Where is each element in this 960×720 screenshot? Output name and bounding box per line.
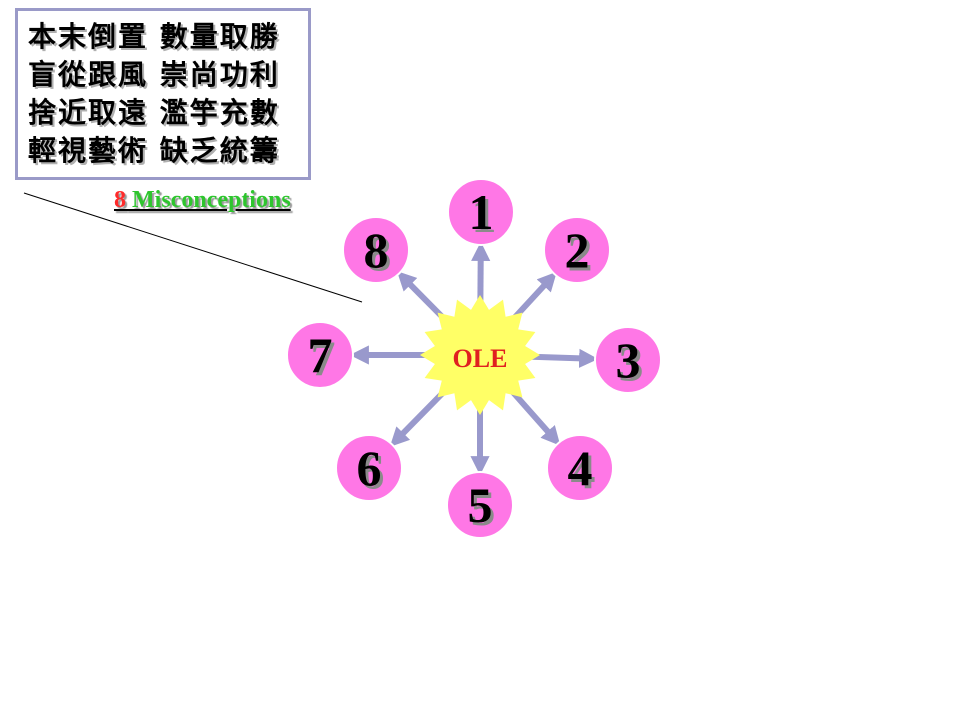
node-8: 88 bbox=[342, 216, 410, 284]
node-number-shadow-3: 3 bbox=[619, 335, 644, 391]
node-number-shadow-1: 1 bbox=[472, 187, 497, 243]
node-number-shadow-6: 6 bbox=[360, 443, 385, 499]
node-number-shadow-8: 8 bbox=[367, 225, 392, 281]
node-number-4: 4 bbox=[568, 440, 593, 496]
ole-star-burst bbox=[420, 295, 540, 415]
node-6: 66 bbox=[335, 434, 403, 502]
text-line-1: 本末倒置 數量取勝 bbox=[28, 20, 280, 53]
node-number-1: 1 bbox=[469, 184, 494, 240]
node-circle-2 bbox=[543, 216, 611, 284]
node-number-shadow-5: 5 bbox=[471, 480, 496, 536]
node-number-6: 6 bbox=[357, 440, 382, 496]
node-3: 33 bbox=[594, 326, 662, 394]
text-line-3: 捨近取遠 濫竽充數 bbox=[28, 96, 280, 129]
node-circle-3 bbox=[594, 326, 662, 394]
misconceptions-number: 8 bbox=[114, 187, 126, 213]
callout-line bbox=[23, 192, 363, 303]
misconceptions-label: 8 Misconceptions bbox=[114, 183, 291, 217]
text-line-4: 輕視藝術 缺乏統籌 bbox=[28, 134, 280, 167]
node-circle-8 bbox=[342, 216, 410, 284]
node-number-5: 5 bbox=[468, 477, 493, 533]
node-number-2: 2 bbox=[565, 222, 590, 278]
node-2: 22 bbox=[543, 216, 611, 284]
text-line-2: 盲從跟風 崇尚功利 bbox=[28, 58, 280, 91]
node-circle-7 bbox=[286, 321, 354, 389]
node-number-shadow-2: 2 bbox=[568, 225, 593, 281]
node-1: 11 bbox=[447, 178, 515, 246]
node-number-shadow-7: 7 bbox=[311, 330, 336, 386]
node-number-8: 8 bbox=[364, 222, 389, 278]
node-5: 55 bbox=[446, 471, 514, 539]
node-circle-6 bbox=[335, 434, 403, 502]
node-circle-5 bbox=[446, 471, 514, 539]
misconceptions-word: Misconceptions bbox=[126, 187, 291, 213]
node-circle-4 bbox=[546, 434, 614, 502]
node-4: 44 bbox=[546, 434, 614, 502]
node-number-7: 7 bbox=[308, 327, 333, 383]
nodes-group: 11 22 33 44 55 66 77 88 bbox=[286, 178, 662, 539]
node-number-3: 3 bbox=[616, 332, 641, 388]
node-7: 77 bbox=[286, 321, 354, 389]
node-number-shadow-4: 4 bbox=[571, 443, 596, 499]
node-circle-1 bbox=[447, 178, 515, 246]
ole-label: OLE bbox=[453, 344, 508, 373]
chinese-text-box: 本末倒置 數量取勝 盲從跟風 崇尚功利 捨近取遠 濫竽充數 輕視藝術 缺乏統籌 bbox=[15, 8, 311, 180]
